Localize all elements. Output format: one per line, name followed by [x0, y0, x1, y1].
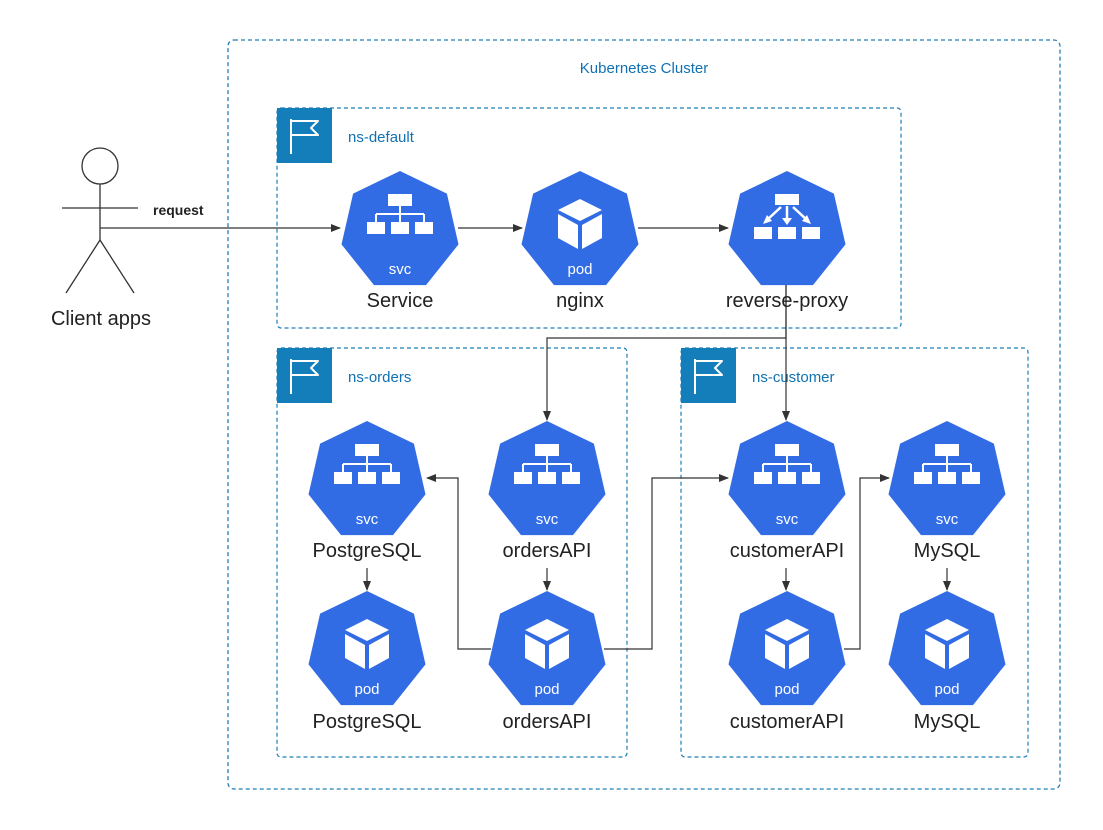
node-orders-api-pod: pod ordersAPI: [488, 591, 606, 733]
node-orders-api-svc: svc ordersAPI: [488, 421, 606, 562]
namespace-customer-badge: [681, 348, 736, 403]
node-label: ordersAPI: [503, 540, 592, 562]
pod-cube-icon: [925, 619, 969, 669]
edge-ordersapi-pod-to-postgres: [426, 474, 491, 650]
node-customer-api-svc: svc customerAPI: [728, 421, 846, 562]
pod-cube-icon: [345, 619, 389, 669]
cluster-boundary: [227, 39, 1061, 790]
service-icon: [367, 194, 433, 234]
namespace-orders-label: ns-orders: [348, 369, 411, 386]
service-icon: [334, 444, 400, 484]
node-type-label: svc: [776, 511, 799, 528]
actor-label: Client apps: [51, 308, 151, 330]
node-label: ordersAPI: [503, 711, 592, 733]
k8s-heptagon-icon: [521, 171, 639, 286]
k8s-heptagon-icon: [888, 591, 1006, 706]
namespace-default-badge: [277, 108, 332, 163]
node-type-label: svc: [936, 511, 959, 528]
k8s-heptagon-icon: [488, 591, 606, 706]
flag-icon: [290, 119, 319, 154]
node-type-label: pod: [774, 681, 799, 698]
namespace-default-box: [276, 107, 902, 329]
node-type-label: pod: [934, 681, 959, 698]
pod-cube-icon: [558, 199, 602, 249]
service-icon: [754, 444, 820, 484]
node-default-proxy: reverse-proxy: [726, 171, 848, 312]
node-label: MySQL: [914, 711, 981, 733]
node-type-label: svc: [356, 511, 379, 528]
node-label: MySQL: [914, 540, 981, 562]
k8s-heptagon-icon: [308, 591, 426, 706]
cluster-label: Kubernetes Cluster: [580, 60, 708, 77]
node-label: reverse-proxy: [726, 290, 848, 312]
request-label: request: [153, 202, 204, 218]
actor-right-leg: [99, 239, 135, 294]
namespace-customer-label: ns-customer: [752, 369, 835, 386]
service-icon: [514, 444, 580, 484]
k8s-heptagon-icon: [728, 591, 846, 706]
node-label: customerAPI: [730, 540, 844, 562]
node-label: PostgreSQL: [313, 540, 422, 562]
namespace-orders-badge: [277, 348, 332, 403]
service-icon: [914, 444, 980, 484]
node-label: customerAPI: [730, 711, 844, 733]
pod-cube-icon: [525, 619, 569, 669]
node-type-label: svc: [389, 261, 412, 278]
namespace-customer-box: [680, 347, 1029, 758]
node-label: Service: [367, 290, 434, 312]
node-type-label: svc: [536, 511, 559, 528]
flag-icon: [694, 359, 723, 394]
edges: [100, 224, 951, 650]
pod-cube-icon: [765, 619, 809, 669]
edge-customerapi-pod-to-mysql: [844, 474, 890, 650]
node-label: PostgreSQL: [313, 711, 422, 733]
node-default-pod: pod nginx: [521, 171, 639, 312]
actor-left-leg: [65, 239, 101, 294]
node-type-label: pod: [567, 261, 592, 278]
client-actor: [62, 147, 138, 294]
node-label: nginx: [556, 290, 604, 312]
edge-ordersapi-pod-to-customerapi: [604, 474, 729, 650]
node-customer-api-pod: pod customerAPI: [728, 591, 846, 733]
namespace-default-label: ns-default: [348, 129, 415, 146]
node-type-label: pod: [354, 681, 379, 698]
flag-icon: [290, 359, 319, 394]
node-type-label: pod: [534, 681, 559, 698]
actor-head: [81, 147, 119, 185]
namespace-orders-box: [276, 347, 628, 758]
ingress-icon: [754, 194, 820, 239]
